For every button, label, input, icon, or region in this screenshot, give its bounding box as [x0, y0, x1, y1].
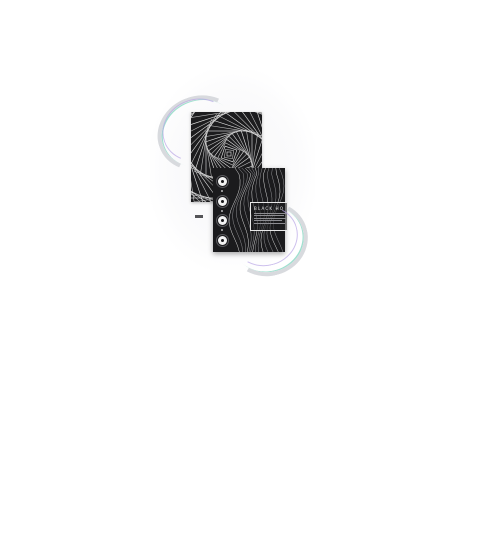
spiral-square	[220, 145, 238, 163]
dot-marker	[221, 210, 223, 212]
wave-line	[235, 168, 248, 252]
dial-icon	[218, 177, 227, 186]
spiral-square	[223, 148, 235, 160]
spiral-square	[210, 135, 248, 173]
dial-icon	[218, 216, 227, 225]
spiral-square	[208, 133, 250, 175]
spiral-square	[191, 112, 262, 202]
wave-line	[239, 168, 252, 252]
spiral-square	[214, 139, 244, 169]
dial-icon	[218, 197, 227, 206]
artwork-title: BLACK HO	[254, 206, 285, 211]
dot-marker	[221, 229, 223, 231]
spiral-square	[191, 112, 262, 202]
dial-icon	[218, 236, 227, 245]
spiral-card	[191, 112, 262, 202]
dot-marker	[221, 190, 223, 192]
title-label-box: BLACK HO	[250, 202, 288, 231]
wave-line	[243, 168, 254, 252]
spiral-square	[226, 151, 232, 157]
body-text-lines	[254, 213, 286, 225]
spiral-square	[217, 142, 241, 166]
wave-line	[228, 168, 241, 252]
dash-mark	[195, 215, 203, 218]
wave-line	[247, 168, 256, 252]
wave-line	[232, 168, 245, 252]
